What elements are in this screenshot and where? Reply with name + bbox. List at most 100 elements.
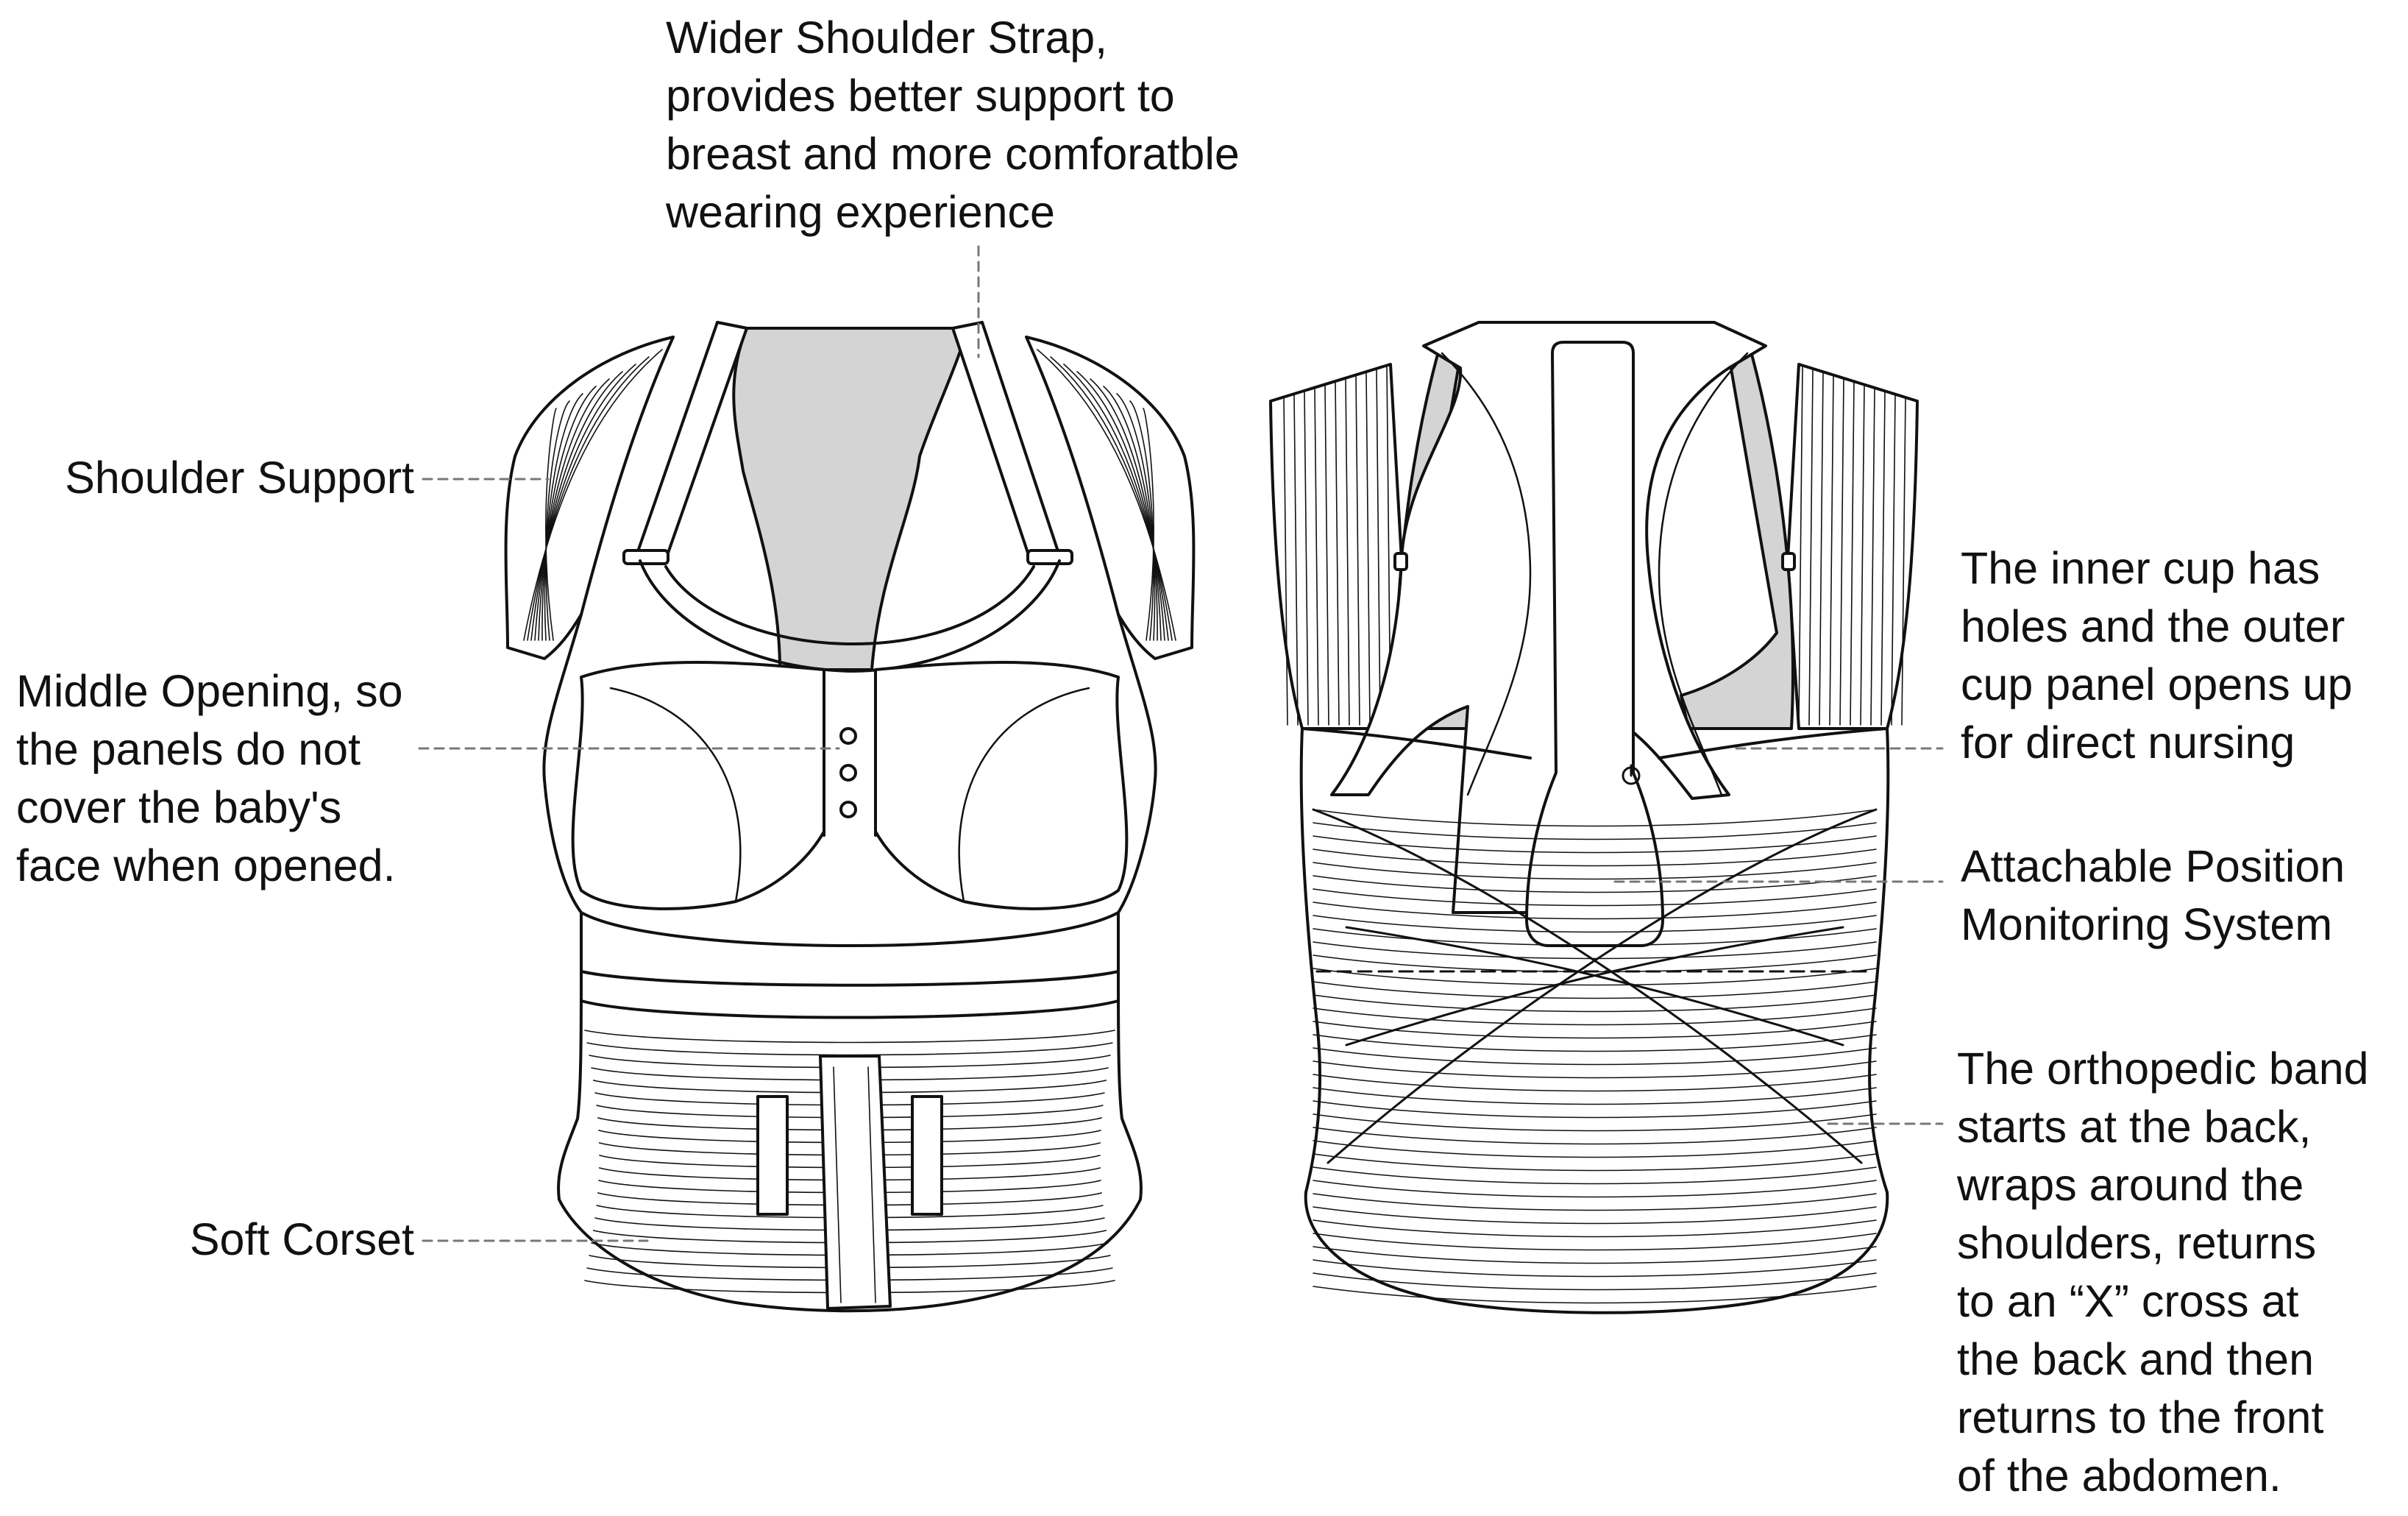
- shoulder-rib-line: [530, 364, 636, 641]
- back-rib-line: [1850, 381, 1855, 726]
- shoulder-rib-line: [1143, 408, 1154, 641]
- back-band-edge-b: [1326, 808, 1878, 1164]
- front-right-shoulder-support: [1025, 336, 1196, 660]
- front-neckline: [639, 559, 1061, 673]
- shoulder-rib-line: [544, 393, 583, 641]
- front-underband-lower: [580, 970, 1120, 987]
- back-orthopedic-band-ribs: [1313, 809, 1877, 1304]
- back-rib-line: [1283, 396, 1288, 726]
- nursing-button: [839, 801, 857, 818]
- band-rib-line: [1313, 1180, 1877, 1198]
- back-view: [1269, 321, 1919, 1314]
- front-right-cup: [874, 661, 1129, 910]
- front-left-strap-slider: [622, 549, 670, 565]
- band-rib-line: [1313, 1113, 1877, 1132]
- back-rib-line: [1335, 380, 1340, 726]
- label-soft-corset: Soft Corset: [189, 1214, 414, 1264]
- band-rib-line: [1313, 888, 1877, 907]
- band-rib-line: [1313, 1272, 1877, 1291]
- front-corset-closure: [819, 1055, 892, 1310]
- label-shoulder-support: Shoulder Support: [65, 453, 414, 503]
- back-rib-line: [1870, 387, 1875, 726]
- shoulder-rib-line: [1116, 393, 1156, 641]
- back-rib-line: [1355, 375, 1360, 726]
- band-rib-line: [1313, 1259, 1877, 1278]
- back-left-strap-slider: [1393, 552, 1408, 571]
- shoulder-rib-line: [527, 356, 650, 641]
- label-middle-opening: Middle Opening, so the panels do not cov…: [16, 666, 403, 890]
- band-rib-line: [1313, 915, 1877, 933]
- shoulder-rib-line: [1050, 356, 1173, 641]
- nursing-button: [839, 727, 857, 745]
- back-rib-line: [1304, 390, 1309, 726]
- back-rib-line: [1808, 369, 1814, 726]
- front-left-shoulder-support: [504, 336, 675, 660]
- band-rib-line: [1313, 1047, 1877, 1066]
- band-rib-line: [1313, 1140, 1877, 1158]
- band-rib-line: [1313, 862, 1877, 880]
- band-rib-line: [1313, 1007, 1877, 1026]
- shoulder-rib-line: [1090, 378, 1162, 641]
- front-underband: [580, 911, 1120, 947]
- band-rib-line: [1313, 835, 1877, 854]
- band-rib-line: [1313, 1153, 1877, 1172]
- back-rib-line: [1345, 378, 1350, 726]
- shoulder-rib-line: [1063, 364, 1169, 641]
- band-rib-line: [1313, 1193, 1877, 1211]
- label-orthopedic-band: The orthopedic band starts at the back, …: [1957, 1044, 2369, 1501]
- band-rib-line: [1313, 1100, 1877, 1119]
- shoulder-rib-line: [541, 386, 597, 641]
- back-rib-line: [1376, 369, 1381, 726]
- power-icon: [1622, 764, 1641, 785]
- back-rib-line: [1819, 372, 1824, 726]
- band-rib-line: [1313, 809, 1877, 827]
- band-rib-line: [1313, 902, 1877, 920]
- band-rib-line: [1313, 981, 1877, 999]
- front-view: [504, 321, 1196, 1313]
- front-left-cup-seam: [609, 687, 742, 903]
- back-band-edge-c: [1345, 926, 1844, 1046]
- band-rib-line: [1313, 1127, 1877, 1145]
- shoulder-rib-group: [523, 349, 1176, 641]
- band-rib-line: [1313, 1034, 1877, 1052]
- posture-monitor-device: [1525, 341, 1664, 947]
- shoulder-rib-line: [534, 371, 623, 641]
- label-wider-shoulder-strap: Wider Shoulder Strap, provides better su…: [666, 13, 1240, 237]
- label-monitoring-system: Attachable Position Monitoring System: [1961, 841, 2345, 949]
- back-right-mesh: [1680, 333, 1794, 730]
- band-rib-line: [1313, 849, 1877, 867]
- band-rib-line: [1313, 928, 1877, 946]
- back-rib-line: [1891, 394, 1896, 726]
- back-band-edge-a: [1312, 808, 1863, 1164]
- back-rib-line: [1324, 384, 1329, 726]
- front-right-cup-seam: [958, 687, 1090, 903]
- band-rib-line: [1313, 954, 1877, 973]
- back-rib-line: [1829, 375, 1834, 726]
- front-right-corset-tab: [911, 1095, 943, 1216]
- shoulder-rib-line: [1103, 386, 1158, 641]
- back-rib-line: [1880, 391, 1886, 726]
- label-inner-cup: The inner cup has holes and the outer cu…: [1961, 543, 2353, 768]
- back-right-strap-slider: [1781, 552, 1796, 571]
- shoulder-rib-line: [1076, 371, 1165, 641]
- shoulder-rib-line: [1129, 400, 1154, 641]
- corset-rib-line: [584, 1030, 1115, 1044]
- band-rib-line: [1313, 1087, 1877, 1105]
- back-bra-lower-band: [1301, 727, 1889, 759]
- back-band-edge-d: [1345, 926, 1844, 1046]
- band-rib-line: [1313, 875, 1877, 893]
- shoulder-rib-line: [523, 349, 663, 641]
- band-rib-line: [1313, 1246, 1877, 1264]
- back-rib-line: [1314, 387, 1319, 726]
- band-rib-line: [1313, 994, 1877, 1013]
- corset-rib-line: [586, 1042, 1113, 1056]
- nursing-button: [839, 764, 857, 782]
- band-rib-line: [1313, 1074, 1877, 1092]
- front-right-strap-slider: [1026, 549, 1073, 565]
- band-rib-line: [1313, 1021, 1877, 1039]
- back-rib-line: [1860, 384, 1865, 726]
- band-rib-line: [1313, 822, 1877, 840]
- front-back-panel: [732, 327, 969, 671]
- back-rib-line: [1293, 393, 1299, 726]
